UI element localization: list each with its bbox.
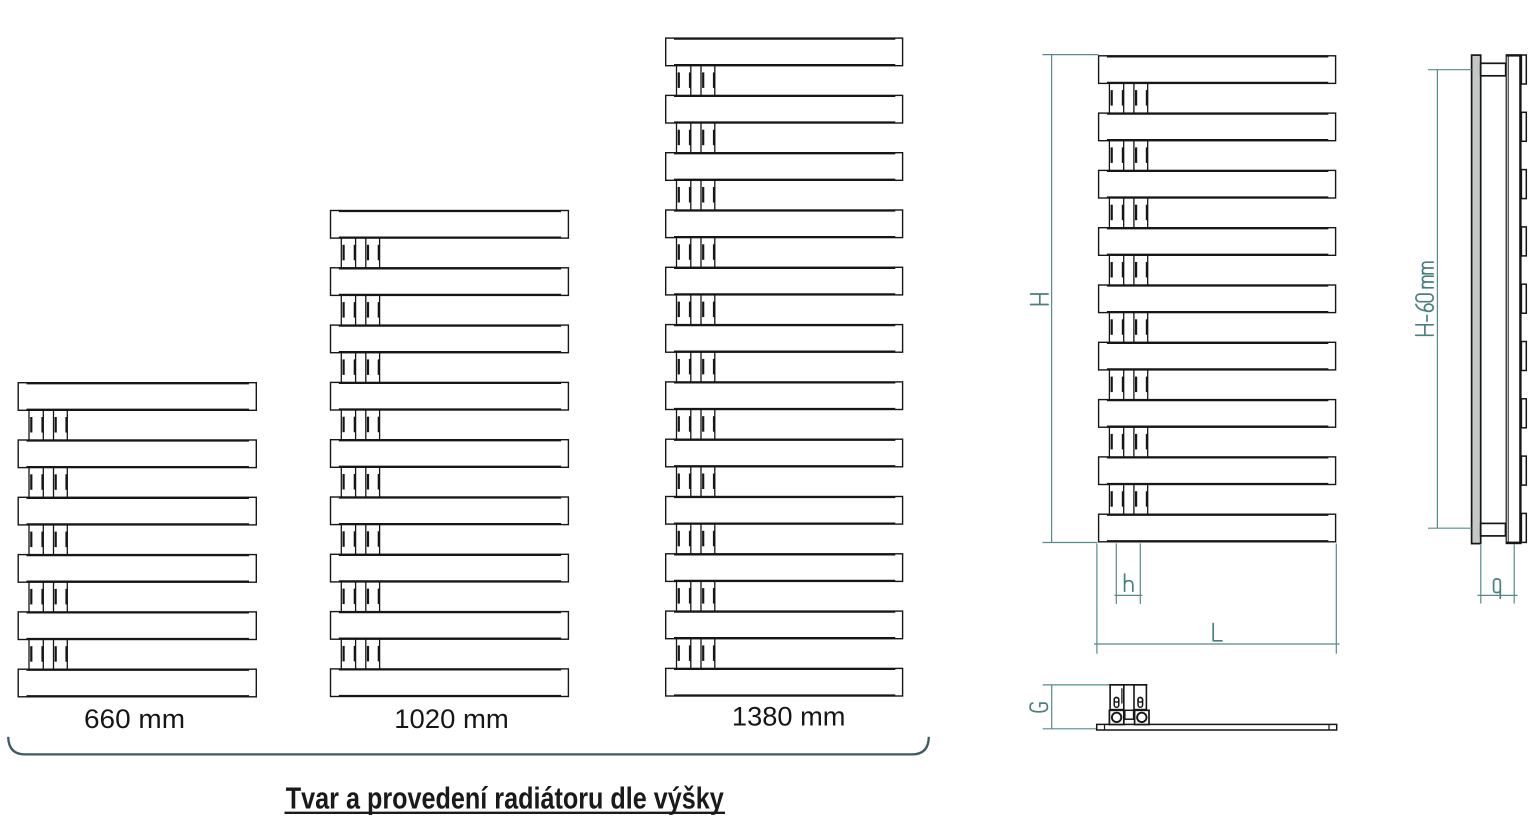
svg-text:1020 mm: 1020 mm [394, 704, 509, 734]
svg-text:660 mm: 660 mm [84, 704, 185, 734]
svg-text:1380 mm: 1380 mm [732, 702, 846, 732]
svg-text:Tvar a provedení radiátoru dle: Tvar a provedení radiátoru dle výšky [286, 781, 725, 816]
